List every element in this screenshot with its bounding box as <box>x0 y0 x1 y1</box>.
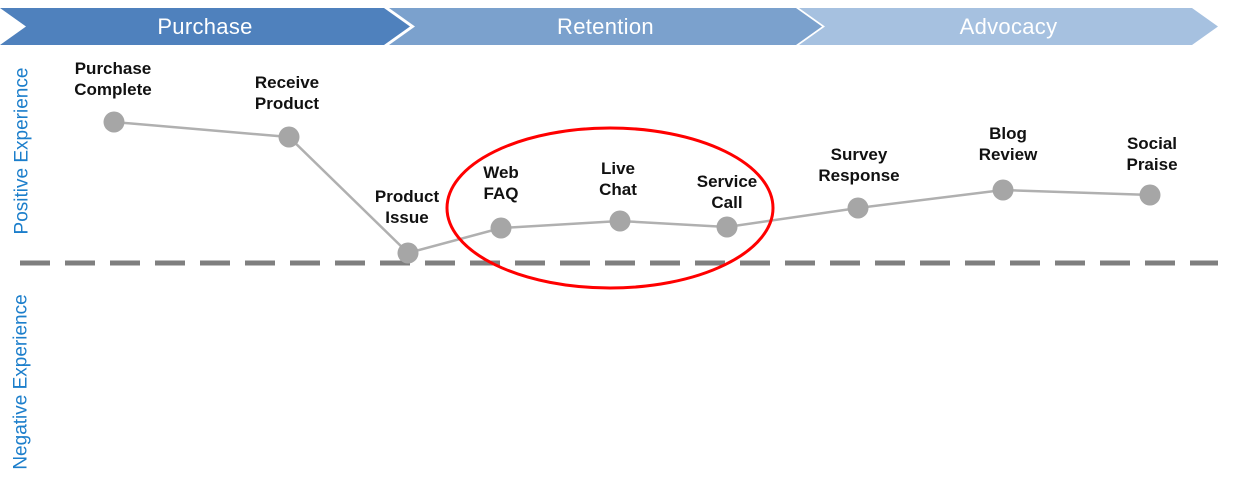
journey-point-receive-product <box>278 126 300 148</box>
journey-point-product-issue <box>397 242 419 264</box>
journey-point-purchase-complete <box>103 111 125 133</box>
highlight-ellipse <box>445 126 775 290</box>
journey-point-live-chat <box>609 210 631 232</box>
journey-point-social-praise <box>1139 184 1161 206</box>
stage-banner-purchase-label: Purchase <box>157 13 253 39</box>
stage-banner-advocacy-label: Advocacy <box>959 13 1058 39</box>
journey-point-web-faq <box>490 217 512 239</box>
stage-banner-advocacy: Advocacy <box>799 8 1218 45</box>
stage-banner-retention-label: Retention <box>557 13 654 39</box>
stage-banner-retention: Retention <box>389 8 822 45</box>
journey-point-survey-response <box>847 197 869 219</box>
journey-point-service-call <box>716 216 738 238</box>
stage-banner-purchase: Purchase <box>0 8 410 45</box>
journey-point-blog-review <box>992 179 1014 201</box>
